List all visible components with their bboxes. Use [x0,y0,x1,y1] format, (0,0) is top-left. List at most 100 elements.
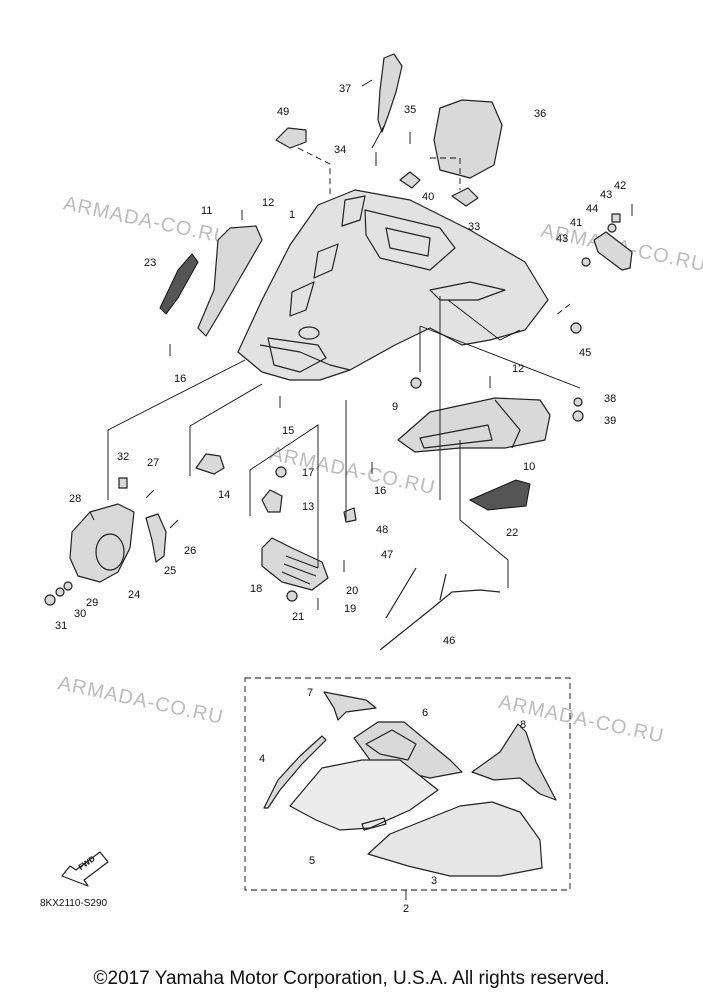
callout-29: 29 [86,597,98,609]
callout-28: 28 [69,493,81,505]
callout-10: 10 [523,461,535,473]
callout-12b: 12 [512,363,524,375]
mount-bracket-41 [593,231,633,271]
callout-21: 21 [292,611,304,623]
clip-32 [118,477,128,489]
graphic-4 [263,735,327,809]
diagram-code: 8KX2110-S290 [40,898,108,909]
callout-16b: 16 [374,485,386,497]
callout-45: 45 [579,347,591,359]
callout-41: 41 [570,217,582,229]
callout-26: 26 [184,545,196,557]
washer-43a [607,223,617,233]
graphic-5 [289,759,439,831]
callout-18: 18 [250,583,262,595]
callout-17: 17 [302,467,314,479]
copyright-text: ©2017 Yamaha Motor Corporation, U.S.A. A… [93,968,610,989]
bolt-27 [145,489,155,499]
watermark-4: ARMADA-CO.RU [56,672,226,729]
callout-22: 22 [506,527,518,539]
fastener-48 [343,507,357,523]
callout-48: 48 [376,524,388,536]
callout-7: 7 [307,687,313,699]
bracket-14 [195,453,225,475]
callout-8: 8 [520,719,526,731]
callout-42: 42 [614,180,626,192]
nut-31 [44,594,56,606]
callout-9: 9 [392,401,398,413]
callout-32: 32 [117,451,129,463]
nut-9 [410,377,422,389]
callout-16a: 16 [174,373,186,385]
callout-33: 33 [468,221,480,233]
watermark-3: ARMADA-CO.RU [268,443,438,500]
callout-31: 31 [55,620,67,632]
callout-13: 13 [302,501,314,513]
graphic-8 [471,723,557,801]
washer-43b [581,257,591,267]
air-duct [69,503,135,583]
grille-22 [468,479,531,511]
callout-11: 11 [201,205,212,217]
callout-37: 37 [339,83,351,95]
callout-20: 20 [346,585,358,597]
graphic-7 [323,691,377,721]
hood-shroud [237,189,549,381]
callout-46: 46 [443,635,455,647]
windshield-panel [433,99,503,179]
side-cover-right [397,397,551,453]
callout-36: 36 [534,108,546,120]
side-bracket-left [159,225,263,337]
washer-29 [63,581,73,591]
molding-strip [377,53,403,133]
callout-47: 47 [381,549,393,561]
callout-44: 44 [586,203,598,215]
washer-30 [55,587,65,597]
callout-27: 27 [147,457,159,469]
dash-2 [430,157,461,190]
nut-21 [286,590,298,602]
callout-25: 25 [164,565,176,577]
bracket-33 [451,187,479,207]
clip-49 [275,127,307,149]
callout-39: 39 [604,415,616,427]
bolt-28 [89,511,95,521]
callout-34: 34 [334,144,346,156]
callout-2: 2 [403,903,409,915]
callout-23: 23 [144,257,156,269]
grille-18 [261,537,329,591]
nut-39 [572,410,584,422]
callout-15: 15 [282,425,294,437]
callout-3: 3 [431,875,437,887]
callout-43a: 43 [600,189,612,201]
fwd-arrow-icon: FWD [61,851,109,887]
seal-25 [145,513,167,563]
callout-40: 40 [422,191,434,203]
callout-14: 14 [218,489,230,501]
callout-35: 35 [404,104,416,116]
callout-38: 38 [604,393,616,405]
callout-24: 24 [128,589,140,601]
dash-3 [554,303,571,317]
callout-19: 19 [344,603,356,615]
callout-49: 49 [277,106,289,118]
collar-44 [611,213,621,223]
dash-1 [297,147,331,196]
leader-lines [107,79,581,588]
spring-47 [385,567,417,619]
watermark-1: ARMADA-CO.RU [61,193,231,250]
graphic-3 [367,801,543,877]
graphic-5-slot [361,817,387,831]
clip-40 [399,171,421,189]
kit-box [244,677,571,891]
callout-30: 30 [74,608,86,620]
callout-43b: 43 [556,233,568,245]
cable-46 [379,573,501,651]
nut-45 [570,322,582,334]
graphic-6-window [365,729,417,761]
bolt-26 [169,519,179,529]
bracket-13 [261,489,283,513]
callout-12a: 12 [262,197,274,209]
callout-5: 5 [309,855,315,867]
